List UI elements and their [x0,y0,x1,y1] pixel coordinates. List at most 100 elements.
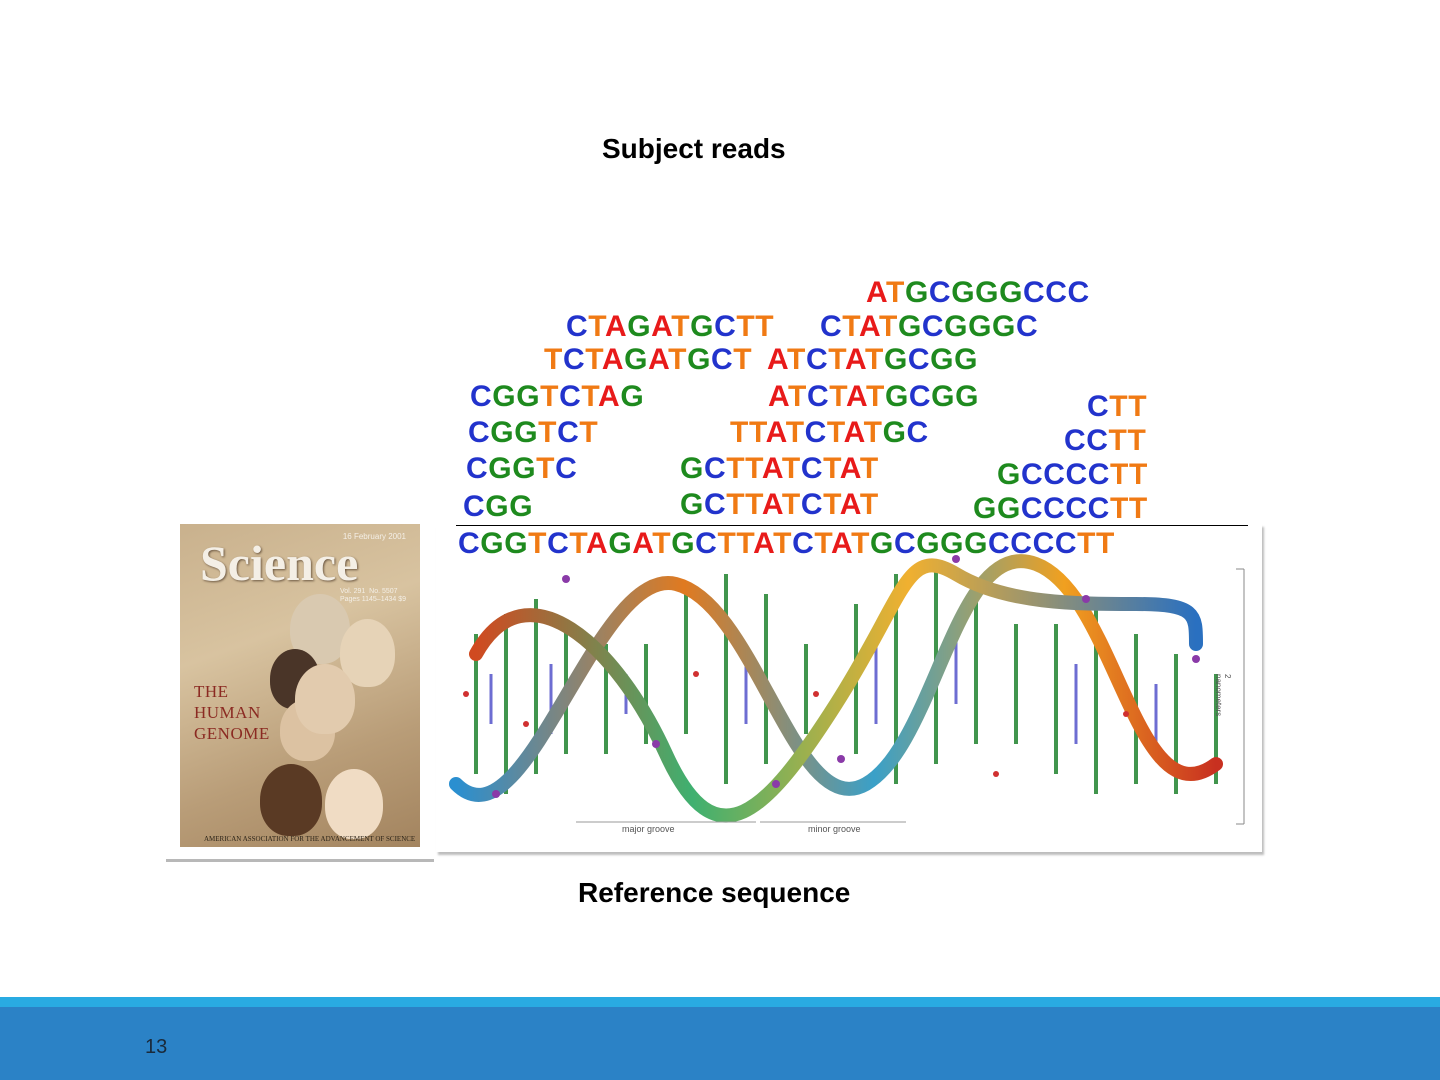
footer-stripe [0,997,1440,1007]
nucleotide-C: C [1065,458,1088,491]
nucleotide-A: A [651,310,672,343]
nucleotide-T: T [863,416,883,449]
nucleotide-A: A [768,380,789,413]
dna-double-helix-image: major groove minor groove 2 nanometers [436,524,1262,852]
nucleotide-T: T [788,380,807,413]
nucleotide-G: G [492,380,517,413]
nucleotide-G: G [897,310,922,343]
nucleotide-T: T [842,310,859,343]
nucleotide-T: T [733,343,753,376]
cover-masthead: Science [200,535,359,591]
nucleotide-T: T [671,310,691,343]
nucleotide-T: T [781,452,801,485]
nucleotide-C: C [562,343,586,376]
nucleotide-G: G [690,310,715,343]
portrait-face [340,619,395,687]
nucleotide-G: G [973,492,997,525]
nucleotide-T: T [755,310,775,343]
cover-shadow [166,859,434,862]
nucleotide-C: C [1087,458,1110,491]
nucleotide-G: G [996,492,1021,525]
nucleotide-T: T [1128,390,1148,423]
nucleotide-C: C [711,343,734,376]
nucleotide-C: C [907,343,931,376]
nucleotide-C: C [1020,492,1044,525]
read-sequence: CGGTCTAG [470,382,644,412]
nucleotide-C: C [928,276,952,309]
nucleotide-A: A [765,416,786,449]
nucleotide-G: G [904,276,929,309]
nucleotide-G: G [671,527,696,560]
nucleotide-C: C [893,527,917,560]
nucleotide-T: T [536,452,556,485]
nucleotide-G: G [509,490,534,523]
nucleotide-C: C [547,527,570,560]
nucleotide-T: T [745,488,762,521]
nucleotide-C: C [458,527,481,560]
nucleotide-A: A [761,452,782,485]
nucleotide-C: C [1067,276,1090,309]
nucleotide-T: T [528,527,548,560]
nucleotide-T: T [886,276,905,309]
nucleotide-C: C [805,343,829,376]
read-sequence: GCCCCTT [997,460,1148,490]
nucleotide-C: C [703,488,727,521]
read-sequence: CGGTC [466,454,577,484]
nucleotide-C: C [792,527,815,560]
cover-headline-line: THE [194,682,229,701]
nucleotide-T: T [726,452,746,485]
nucleotide-T: T [773,527,793,560]
read-sequence: CTAGATGCTT [566,312,774,342]
portrait-face [325,769,383,839]
minor-groove-label: minor groove [808,824,861,834]
nucleotide-T: T [726,488,746,521]
nucleotide-T: T [828,343,845,376]
nucleotide-A: A [753,527,774,560]
nucleotide-T: T [1096,527,1115,560]
nucleotide-G: G [997,458,1021,491]
nucleotide-T: T [851,527,871,560]
read-sequence: ATCTATGCGG [767,345,978,375]
nucleotide-T: T [588,310,605,343]
nucleotide-A: A [632,527,653,560]
nucleotide-A: A [858,310,880,343]
nucleotide-G: G [870,527,894,560]
nucleotide-A: A [761,488,782,521]
nucleotide-T: T [866,380,885,413]
cover-date: 16 February 2001 [342,532,406,541]
nucleotide-T: T [879,310,898,343]
nucleotide-T: T [538,416,558,449]
portrait-face [295,664,355,734]
nucleotide-T: T [787,343,806,376]
nucleotide-T: T [736,527,754,560]
nucleotide-C: C [1015,310,1039,343]
nucleotide-C: C [908,380,932,413]
nucleotide-T: T [748,416,766,449]
cover-headline-line: HUMAN [194,703,261,722]
nucleotide-T: T [859,452,879,485]
nucleotide-G: G [951,276,976,309]
nucleotide-A: A [839,488,860,521]
nucleotide-G: G [624,343,649,376]
portrait-face [260,764,322,836]
page-number: 13 [145,1036,168,1058]
nucleotide-G: G [504,527,529,560]
nucleotide-G: G [480,527,505,560]
nucleotide-C: C [921,310,945,343]
nucleotide-G: G [514,416,539,449]
read-sequence: CGG [463,492,533,522]
nucleotide-C: C [1065,492,1088,525]
nucleotide-G: G [608,527,633,560]
nucleotide-A: A [831,527,852,560]
nucleotide-G: G [931,380,956,413]
nucleotide-G: G [687,343,712,376]
nucleotide-A: A [844,343,865,376]
nucleotide-A: A [866,276,887,309]
read-sequence: ATCTATGCGG [768,382,979,412]
nucleotide-C: C [466,452,489,485]
nucleotide-T: T [736,310,756,343]
nucleotide-T: T [826,416,844,449]
nucleotide-G: G [964,527,989,560]
nucleotide-G: G [485,490,510,523]
major-groove-label: major groove [622,824,675,834]
